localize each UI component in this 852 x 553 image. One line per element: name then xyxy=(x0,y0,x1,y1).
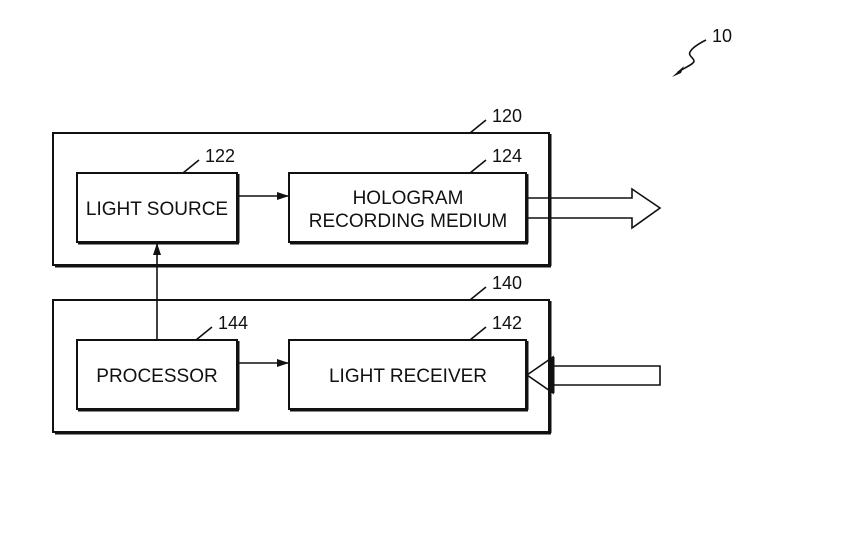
figure-reference-leader xyxy=(677,39,707,73)
processor-ref: 144 xyxy=(218,313,248,333)
hologram-recording-medium-label-line1: HOLOGRAM xyxy=(353,188,464,209)
processor-box xyxy=(76,339,238,410)
hologram-recording-medium-block: 124 HOLOGRAM RECORDING MEDIUM xyxy=(288,146,529,245)
processor-block: 144 PROCESSOR xyxy=(76,313,248,412)
light-receiver-label: LIGHT RECEIVER xyxy=(329,366,487,387)
light-receiver-ref: 142 xyxy=(492,313,522,333)
processor-leader xyxy=(195,326,213,341)
light-source-leader xyxy=(182,159,200,174)
receiver-unit-ref: 140 xyxy=(492,273,522,293)
hologram-recording-medium-label-line2: RECORDING MEDIUM xyxy=(309,211,507,232)
light-source-ref: 122 xyxy=(205,146,235,166)
hologram-recording-medium-leader xyxy=(469,159,487,174)
light-source-box xyxy=(76,172,238,243)
light-source-block: 122 LIGHT SOURCE xyxy=(76,146,240,245)
figure-reference: 10 xyxy=(672,26,732,77)
hologram-recording-medium-box xyxy=(288,172,527,243)
light-receiver-box xyxy=(288,339,527,410)
light-receiver-block: 142 LIGHT RECEIVER xyxy=(288,313,529,412)
transmitter-unit-ref: 120 xyxy=(492,106,522,126)
output-light-arrow xyxy=(527,187,662,230)
figure-reference-arrowhead-icon xyxy=(672,66,684,77)
light-receiver-leader xyxy=(469,326,487,341)
figure-reference-number: 10 xyxy=(712,26,732,46)
processor-label: PROCESSOR xyxy=(96,366,217,387)
hologram-recording-medium-ref: 124 xyxy=(492,146,522,166)
light-source-label: LIGHT SOURCE xyxy=(86,199,228,220)
receiver-unit-leader xyxy=(469,286,487,301)
transmitter-unit-leader xyxy=(469,119,487,134)
